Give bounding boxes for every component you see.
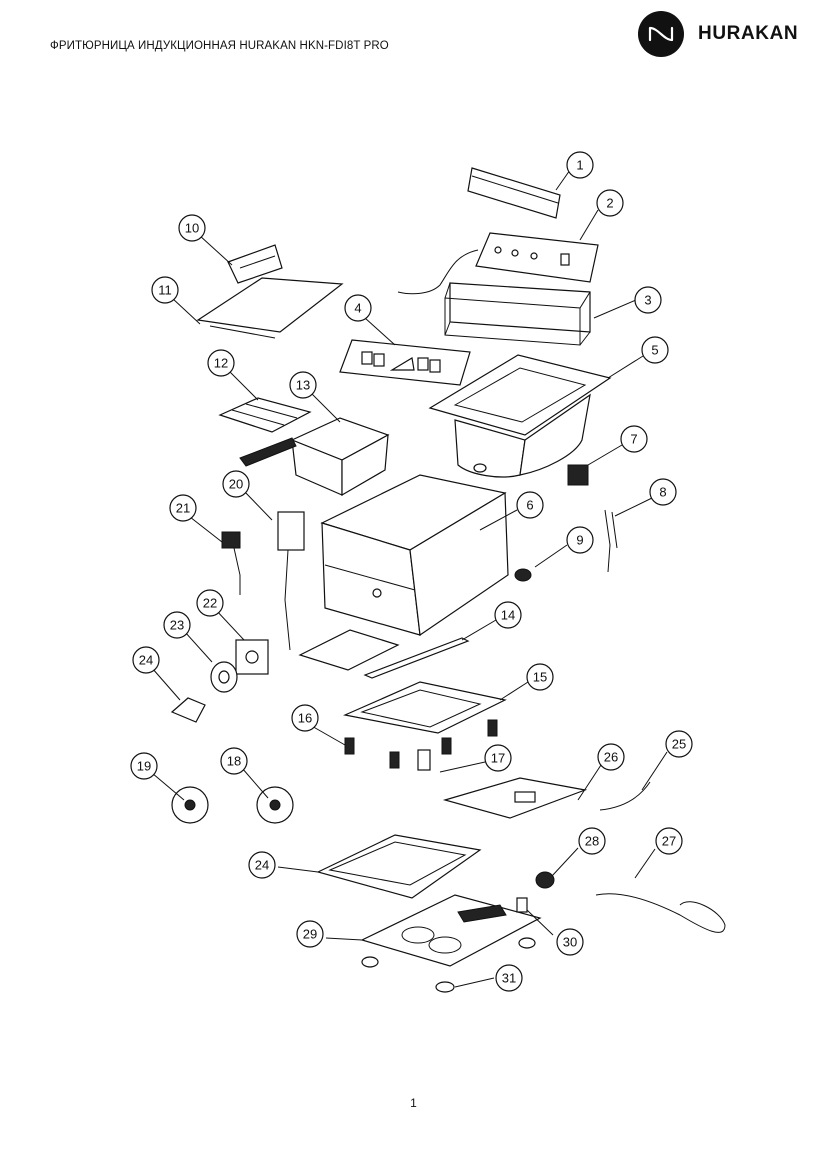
svg-text:20: 20 (229, 477, 243, 492)
callout-22: 22 (196, 589, 224, 617)
callout-4: 4 (344, 294, 372, 322)
svg-text:6: 6 (526, 498, 533, 513)
svg-text:21: 21 (176, 501, 190, 516)
callout-25: 25 (665, 730, 693, 758)
svg-text:11: 11 (158, 283, 172, 298)
callout-24-lower: 24 (248, 851, 276, 879)
svg-text:23: 23 (170, 618, 184, 633)
svg-text:15: 15 (533, 670, 547, 685)
callout-17: 17 (484, 744, 512, 772)
part-frame (444, 282, 591, 346)
callout-3: 3 (634, 286, 662, 314)
callout-31: 31 (495, 964, 523, 992)
part-control-board (442, 777, 588, 819)
callout-2: 2 (596, 189, 624, 217)
part-springs (344, 719, 498, 771)
callout-26: 26 (597, 743, 625, 771)
svg-text:19: 19 (137, 759, 151, 774)
callout-10: 10 (178, 214, 206, 242)
part-cables (535, 781, 726, 933)
brand-name: HURAKAN (698, 23, 799, 44)
part-insulation-sheets (298, 629, 470, 679)
callout-6: 6 (516, 491, 544, 519)
part-probe-cable (604, 509, 618, 573)
svg-text:7: 7 (630, 432, 637, 447)
callout-28: 28 (578, 827, 606, 855)
callout-15: 15 (526, 663, 554, 691)
callout-7: 7 (620, 425, 648, 453)
part-display-panel (339, 339, 471, 386)
callout-24-upper: 24 (132, 646, 160, 674)
callout-21: 21 (169, 494, 197, 522)
svg-text:18: 18 (227, 754, 241, 769)
exploded-parts-diagram: 1 2 3 4 5 6 7 8 9 10 11 12 13 14 15 16 1… (130, 151, 726, 993)
logo-mark-icon (638, 11, 684, 57)
callout-27: 27 (655, 827, 683, 855)
callout-18: 18 (220, 747, 248, 775)
callout-14: 14 (494, 601, 522, 629)
callout-1: 1 (566, 151, 594, 179)
callout-29: 29 (296, 920, 324, 948)
svg-text:9: 9 (576, 533, 583, 548)
svg-text:8: 8 (659, 485, 666, 500)
part-housing (320, 474, 509, 637)
svg-text:31: 31 (502, 971, 516, 986)
svg-text:24: 24 (255, 858, 269, 873)
svg-text:17: 17 (491, 751, 505, 766)
part-fans (171, 786, 294, 824)
svg-text:13: 13 (296, 378, 310, 393)
callout-5: 5 (641, 336, 669, 364)
callout-12: 12 (207, 349, 235, 377)
part-front-strip (467, 167, 561, 219)
svg-text:22: 22 (203, 596, 217, 611)
svg-text:27: 27 (662, 834, 676, 849)
part-basket (239, 417, 390, 497)
part-grid (218, 397, 312, 433)
part-bottom-plate (360, 894, 542, 993)
svg-text:3: 3 (644, 293, 651, 308)
svg-text:28: 28 (585, 834, 599, 849)
part-coil-holder (343, 681, 507, 734)
svg-text:5: 5 (651, 343, 658, 358)
svg-text:25: 25 (672, 737, 686, 752)
callout-19: 19 (130, 752, 158, 780)
leader-lines (151, 169, 668, 988)
callout-20: 20 (222, 470, 250, 498)
document-title: ФРИТЮРНИЦА ИНДУКЦИОННАЯ HURAKAN HKN-FDI8… (50, 40, 389, 52)
part-oil-tank (428, 354, 612, 478)
svg-text:10: 10 (185, 221, 199, 236)
part-lid-handle (227, 244, 283, 284)
svg-text:12: 12 (214, 356, 228, 371)
callout-16: 16 (291, 704, 319, 732)
callouts: 1 2 3 4 5 6 7 8 9 10 11 12 13 14 15 16 1… (130, 151, 693, 992)
brand-logo: HURAKAN (638, 10, 813, 58)
svg-text:4: 4 (354, 301, 361, 316)
callout-30: 30 (556, 928, 584, 956)
part-lid (196, 277, 344, 339)
svg-text:14: 14 (501, 608, 515, 623)
part-left-components (170, 511, 305, 723)
svg-text:29: 29 (303, 927, 317, 942)
part-switch (567, 464, 589, 486)
page-number: 1 (410, 1096, 417, 1110)
svg-text:16: 16 (298, 711, 312, 726)
callout-9: 9 (566, 526, 594, 554)
svg-text:2: 2 (606, 196, 613, 211)
callout-11: 11 (151, 276, 179, 304)
part-control-panel (397, 232, 599, 295)
svg-text:24: 24 (139, 653, 153, 668)
svg-text:30: 30 (563, 935, 577, 950)
svg-text:26: 26 (604, 750, 618, 765)
callout-23: 23 (163, 611, 191, 639)
callout-8: 8 (649, 478, 677, 506)
part-knob (514, 568, 532, 582)
part-base-tray (316, 834, 482, 899)
svg-text:1: 1 (576, 158, 583, 173)
callout-13: 13 (289, 371, 317, 399)
